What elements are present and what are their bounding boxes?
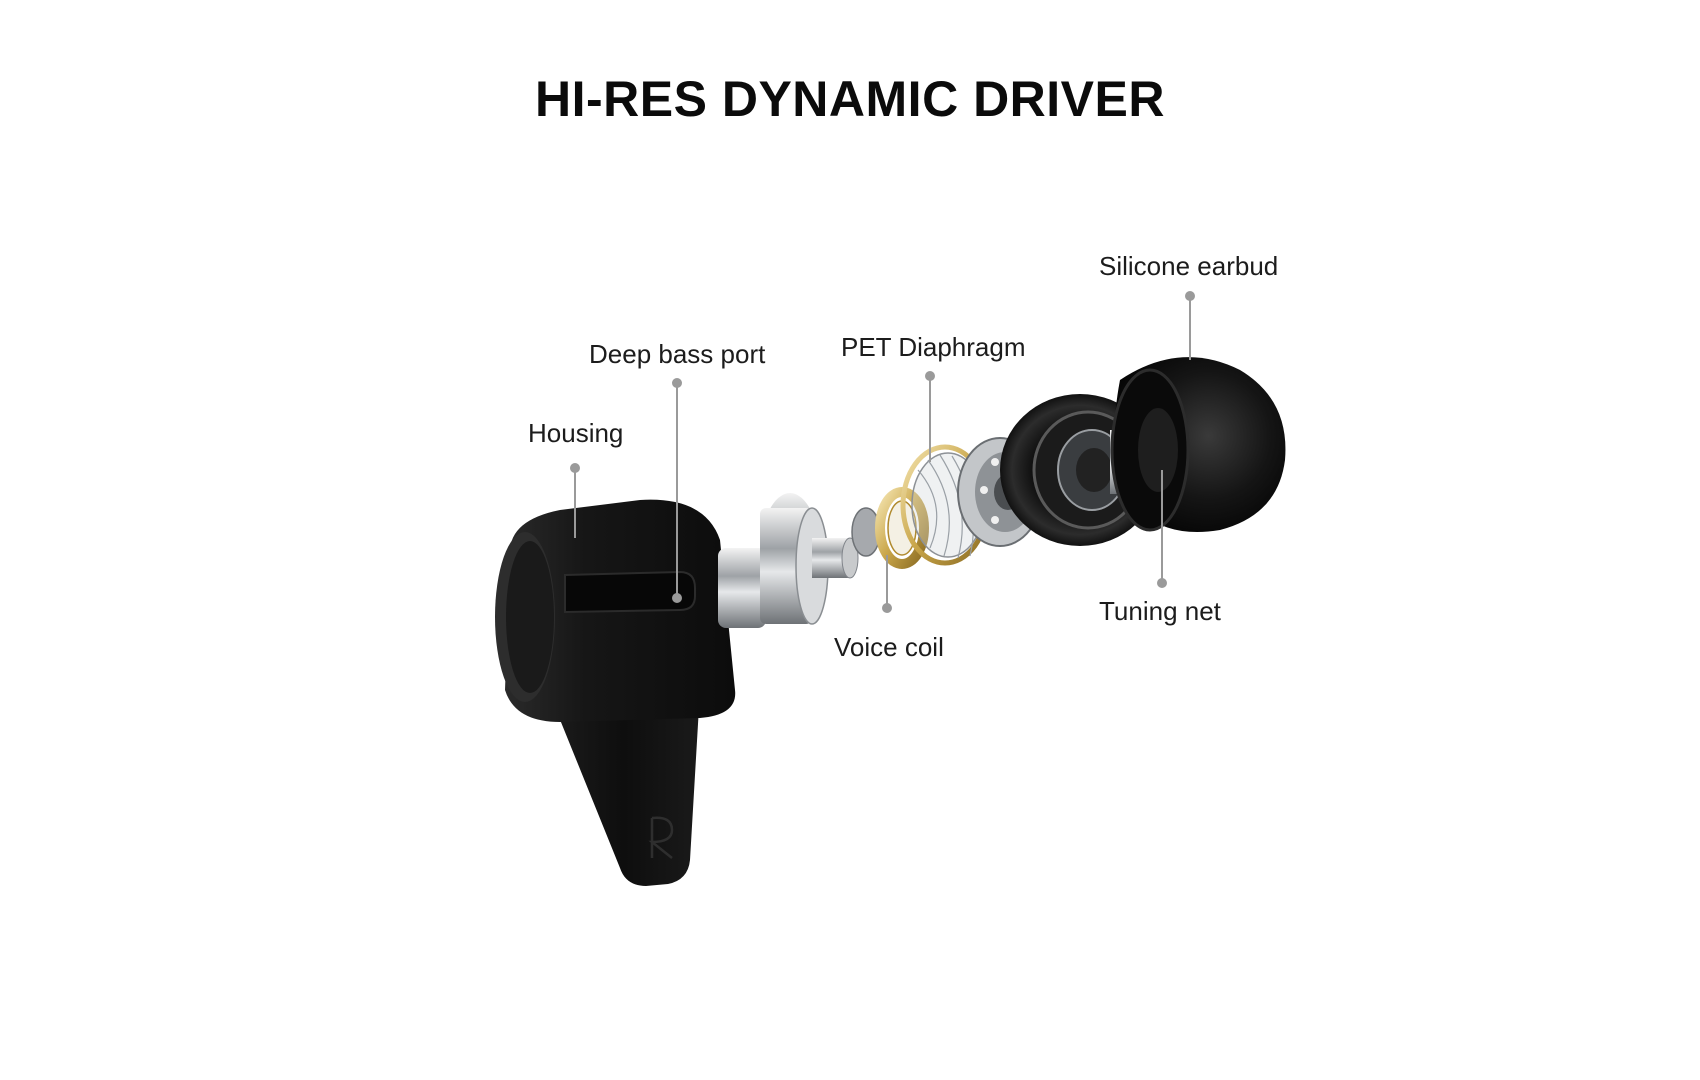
label-pet-diaphragm: PET Diaphragm: [841, 332, 1026, 362]
leader-lines: [570, 291, 1195, 613]
housing-part: [495, 499, 736, 886]
label-tuning-net: Tuning net: [1099, 596, 1221, 626]
silicone-earbud-part: [1110, 357, 1286, 532]
leader-dot-voice-coil: [882, 603, 892, 613]
label-housing: Housing: [528, 418, 624, 448]
label-deep-bass-port: Deep bass port: [589, 339, 766, 369]
label-silicone-earbud: Silicone earbud: [1099, 251, 1279, 281]
leader-dot-tuning-net: [1157, 578, 1167, 588]
label-voice-coil: Voice coil: [834, 632, 944, 662]
leader-dot-housing: [570, 463, 580, 473]
metal-nozzle-part: [718, 493, 859, 628]
leader-dot-silicone-earbud: [1185, 291, 1195, 301]
leader-dot-deep-bass-port: [672, 378, 682, 388]
leader-dot-pet-diaphragm: [925, 371, 935, 381]
page-title: HI-RES DYNAMIC DRIVER: [535, 71, 1165, 127]
leader-end-deep-bass-port: [672, 593, 682, 603]
